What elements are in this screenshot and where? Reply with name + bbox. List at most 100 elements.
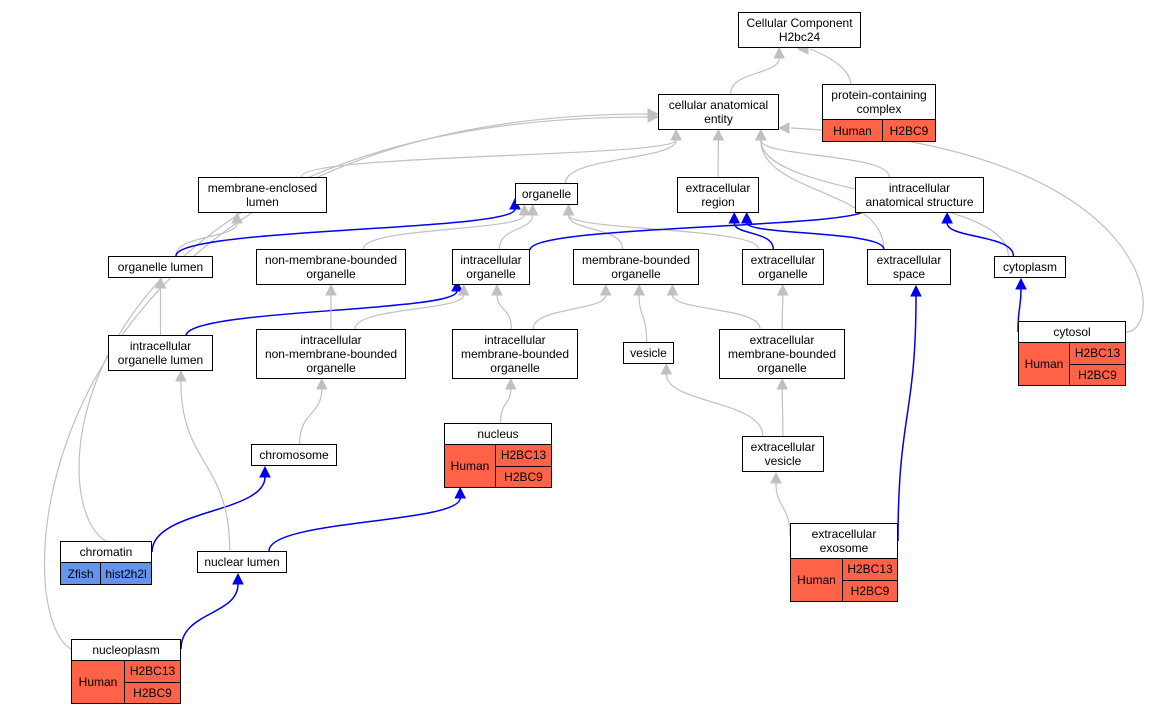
go-term-ecr[interactable]: extracellular region xyxy=(677,177,759,213)
edge-part-of xyxy=(268,497,461,552)
edge-is-a xyxy=(781,388,784,437)
go-term-root[interactable]: Cellular Component H2bc24 xyxy=(738,12,861,48)
go-term-nl[interactable]: nuclear lumen xyxy=(197,551,287,573)
term-label: nuclear lumen xyxy=(204,555,280,569)
edge-is-a xyxy=(362,214,526,250)
edge-arrowhead xyxy=(451,279,463,292)
edge-part-of xyxy=(180,583,239,650)
edge-is-a xyxy=(671,294,761,330)
go-term-organelle[interactable]: organelle xyxy=(515,183,578,205)
go-term-nmbo[interactable]: non-membrane-bounded organelle xyxy=(256,249,406,285)
edge-part-of xyxy=(529,208,867,251)
species-label: Human xyxy=(791,559,843,601)
species-label: Human xyxy=(823,120,883,141)
edge-arrowhead xyxy=(231,211,243,224)
edge-part-of xyxy=(946,222,1015,257)
term-label: extracellular membrane-bounded organelle xyxy=(727,333,837,375)
edge-is-a xyxy=(499,388,512,424)
term-label: organelle xyxy=(521,187,572,201)
term-label: extracellular organelle xyxy=(750,253,816,281)
edge-is-a xyxy=(775,482,791,537)
term-label: intracellular membrane-bounded organelle xyxy=(460,333,570,375)
edge-part-of xyxy=(745,222,885,250)
go-term-ol[interactable]: organelle lumen xyxy=(108,256,213,278)
species-label: Human xyxy=(1019,343,1070,385)
gene-label: hist2h2l xyxy=(105,566,147,581)
go-term-ecs[interactable]: extracellular space xyxy=(867,249,951,285)
go-term-iol[interactable]: intracellular organelle lumen xyxy=(108,335,213,371)
term-label: organelle lumen xyxy=(117,260,204,274)
term-label: vesicle xyxy=(630,346,667,360)
edge-part-of xyxy=(175,208,516,257)
edge-arrowhead xyxy=(773,46,786,59)
edge-is-a xyxy=(790,127,1144,333)
edge-is-a xyxy=(781,294,784,330)
edge-arrowhead xyxy=(1015,277,1027,290)
term-label: nucleoplasm xyxy=(92,643,160,657)
edge-is-a xyxy=(498,214,534,250)
edge-arrowhead xyxy=(712,128,725,141)
edge-is-a xyxy=(760,139,885,250)
edge-arrowhead xyxy=(670,128,682,141)
go-term-ias[interactable]: intracellular anatomical structure xyxy=(855,177,984,213)
edge-arrowhead xyxy=(518,203,531,216)
gene-label: H2BC9 xyxy=(889,123,929,138)
edge-arrowhead xyxy=(454,486,467,499)
edge-is-a xyxy=(730,57,780,95)
term-label: cytosol xyxy=(1053,325,1091,339)
go-term-imbo[interactable]: intracellular membrane-bounded organelle xyxy=(452,329,578,379)
edge-arrowhead xyxy=(777,122,790,134)
edge-arrowhead xyxy=(666,283,679,296)
term-label: intracellular anatomical structure xyxy=(865,181,974,209)
edge-arrowhead xyxy=(491,283,503,296)
edge-arrowhead xyxy=(599,283,612,296)
go-term-mbo[interactable]: membrane-bounded organelle xyxy=(573,249,699,285)
term-label: extracellular space xyxy=(876,253,942,281)
species-label: Zfish xyxy=(61,563,101,584)
go-term-ecv[interactable]: extracellular vesicle xyxy=(742,436,824,472)
go-term-cyto[interactable]: cytoplasm xyxy=(994,256,1066,278)
go-term-io[interactable]: intracellular organelle xyxy=(452,249,530,285)
go-term-eco[interactable]: extracellular organelle xyxy=(742,249,824,285)
go-term-vesicle[interactable]: vesicle xyxy=(623,342,674,364)
species-label: Human xyxy=(72,661,125,703)
gene-label: H2BC9 xyxy=(1070,363,1125,386)
edge-arrowhead xyxy=(647,108,660,120)
term-label: intracellular organelle lumen xyxy=(117,339,204,367)
gene-label: H2BC13 xyxy=(1074,346,1121,361)
edge-is-a xyxy=(567,214,624,250)
term-label: intracellular organelle xyxy=(460,253,522,281)
go-term-chromosome[interactable]: chromosome xyxy=(251,444,337,466)
gene-label: H2BC9 xyxy=(125,681,180,704)
edge-arrowhead xyxy=(175,369,187,382)
term-label: extracellular vesicle xyxy=(750,440,816,468)
edge-arrowhead xyxy=(457,283,470,296)
go-term-inmbo[interactable]: intracellular non-membrane-bounded organ… xyxy=(256,329,406,379)
term-label: Cellular Component H2bc24 xyxy=(746,16,853,44)
go-term-ecmbo[interactable]: extracellular membrane-bounded organelle xyxy=(719,329,845,379)
edge-arrowhead xyxy=(941,211,953,224)
edge-is-a xyxy=(43,113,649,650)
edge-arrowhead xyxy=(259,465,271,478)
go-term-mel[interactable]: membrane-enclosed lumen xyxy=(198,177,327,213)
term-label: membrane-bounded organelle xyxy=(581,253,691,281)
edge-arrowhead xyxy=(633,283,645,296)
edge-part-of xyxy=(733,222,774,250)
term-label: non-membrane-bounded organelle xyxy=(264,253,398,281)
edge-arrowhead xyxy=(910,284,922,297)
term-label: cytoplasm xyxy=(1002,260,1058,274)
go-term-cae[interactable]: cellular anatomical entity xyxy=(658,94,779,130)
edge-is-a xyxy=(567,214,759,250)
